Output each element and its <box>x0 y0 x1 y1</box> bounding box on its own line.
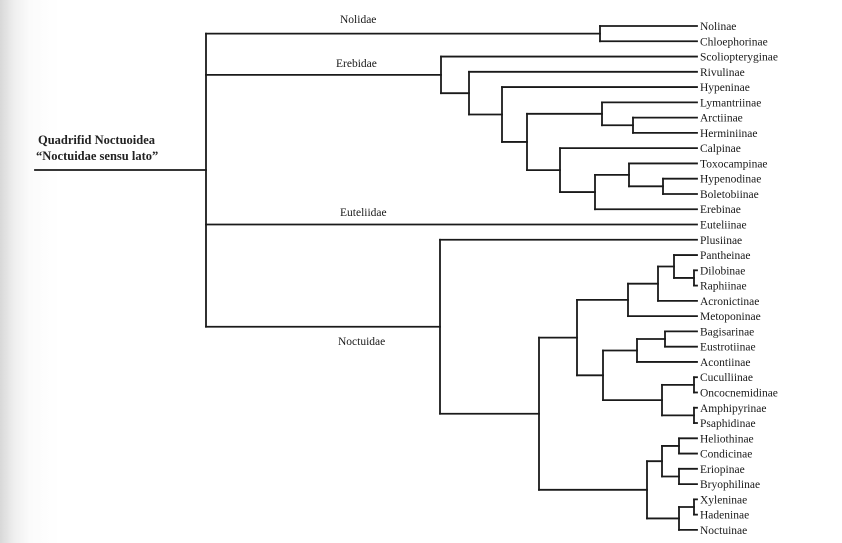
taxon-label: Cuculliinae <box>700 372 753 384</box>
taxon-label: Nolinae <box>700 21 736 33</box>
taxon-label: Chloephorinae <box>700 36 768 48</box>
taxon-label: Raphiinae <box>700 281 747 293</box>
taxon-label: Metoponinae <box>700 311 761 323</box>
taxon-label: Dilobinae <box>700 265 745 277</box>
root-label-line2: “Noctuidae sensu lato” <box>36 149 158 163</box>
family-label: Noctuidae <box>338 336 385 348</box>
taxon-label: Xyleninae <box>700 494 747 506</box>
taxon-label: Acronictinae <box>700 296 759 308</box>
taxon-label: Hadeninae <box>700 510 749 522</box>
taxon-label: Hypeninae <box>700 82 750 94</box>
taxon-label: Psaphidinae <box>700 418 756 430</box>
taxon-label: Arctiinae <box>700 113 743 125</box>
taxon-label: Herminiinae <box>700 128 757 140</box>
taxon-label: Noctuinae <box>700 525 747 537</box>
taxon-label: Hypenodinae <box>700 174 761 186</box>
taxon-label: Bagisarinae <box>700 326 754 338</box>
family-label: Euteliidae <box>340 207 387 219</box>
taxon-label: Heliothinae <box>700 433 754 445</box>
taxon-label: Plusiinae <box>700 235 742 247</box>
taxon-label: Eustrotiinae <box>700 342 756 354</box>
taxon-label: Lymantriinae <box>700 97 761 109</box>
taxon-label: Boletobiinae <box>700 189 759 201</box>
taxon-label: Rivulinae <box>700 67 745 79</box>
root-label-line1: Quadrifid Noctuoidea <box>38 133 156 147</box>
taxon-label: Euteliinae <box>700 220 747 232</box>
taxon-label: Toxocampinae <box>700 158 768 170</box>
family-label: Erebidae <box>336 58 377 70</box>
taxon-label: Oncocnemidinae <box>700 387 778 399</box>
taxon-label: Calpinae <box>700 143 741 155</box>
taxon-label: Condicinae <box>700 449 752 461</box>
family-label: Nolidae <box>340 14 376 26</box>
taxon-label: Bryophilinae <box>700 479 760 491</box>
taxon-label: Amphipyrinae <box>700 403 766 415</box>
taxon-label: Scoliopteryginae <box>700 52 778 64</box>
taxon-label: Eriopinae <box>700 464 745 476</box>
taxon-label: Pantheinae <box>700 250 750 262</box>
taxon-label: Acontiinae <box>700 357 750 369</box>
taxon-label: Erebinae <box>700 204 741 216</box>
